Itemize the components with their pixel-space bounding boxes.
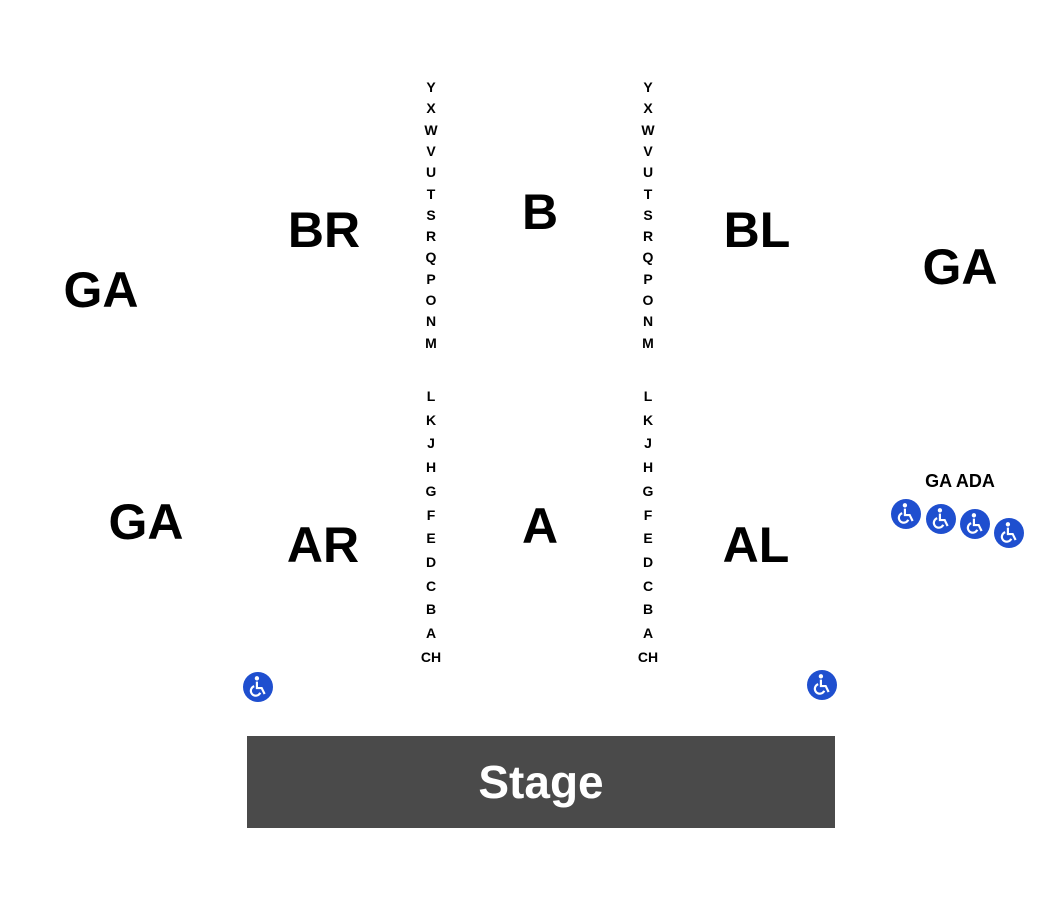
- wheelchair-icon[interactable]: [891, 499, 921, 529]
- row-label: P: [643, 270, 653, 287]
- row-label: L: [426, 388, 436, 404]
- row-label: F: [643, 506, 653, 523]
- wheelchair-icon[interactable]: [807, 670, 837, 700]
- row-label: R: [642, 228, 654, 245]
- row-label: H: [425, 459, 437, 476]
- wheelchair-icon[interactable]: [994, 518, 1024, 548]
- row-label: F: [426, 506, 436, 523]
- section-bl[interactable]: BL: [723, 202, 791, 258]
- stage: Stage: [247, 736, 835, 828]
- row-label: R: [425, 228, 437, 245]
- row-label: W: [424, 121, 438, 138]
- section-ga-left-upper[interactable]: GA: [63, 262, 139, 318]
- wheelchair-icon[interactable]: [243, 672, 273, 702]
- section-ar[interactable]: AR: [286, 517, 360, 573]
- row-label: A: [425, 625, 437, 641]
- row-label: N: [425, 313, 437, 330]
- row-label: K: [425, 411, 437, 428]
- wheelchair-icon[interactable]: [926, 504, 956, 534]
- row-label: T: [426, 185, 436, 202]
- section-ga-right[interactable]: GA: [922, 239, 998, 295]
- stage-label: Stage: [478, 756, 604, 808]
- row-label: O: [425, 292, 437, 308]
- row-label: J: [427, 435, 435, 452]
- section-a[interactable]: A: [521, 498, 559, 554]
- row-label: K: [642, 411, 654, 428]
- row-label: Y: [426, 79, 436, 95]
- row-label: W: [641, 121, 655, 138]
- row-label: G: [425, 482, 437, 499]
- row-label: M: [642, 334, 654, 351]
- row-label: T: [643, 185, 653, 202]
- row-label: V: [426, 142, 436, 159]
- row-label: G: [642, 482, 654, 499]
- row-label: C: [425, 577, 437, 594]
- row-label: X: [643, 100, 653, 117]
- row-label: O: [642, 292, 654, 308]
- row-label: X: [426, 100, 436, 117]
- row-label: Q: [642, 249, 654, 266]
- section-b[interactable]: B: [521, 184, 559, 240]
- row-label: N: [642, 313, 654, 330]
- row-label: B: [425, 601, 437, 618]
- row-label: V: [643, 142, 653, 159]
- row-label: Q: [425, 249, 437, 266]
- section-ga-left-lower[interactable]: GA: [108, 494, 184, 550]
- section-br[interactable]: BR: [287, 202, 361, 258]
- row-label: S: [643, 206, 653, 223]
- row-label: A: [642, 625, 654, 641]
- row-label: CH: [637, 648, 659, 665]
- row-label: P: [426, 270, 436, 287]
- ga-ada-label: GA ADA: [925, 471, 995, 491]
- row-label: D: [642, 553, 654, 570]
- row-label: U: [642, 164, 654, 181]
- row-label: E: [426, 530, 436, 547]
- row-label: M: [425, 334, 437, 351]
- section-al[interactable]: AL: [722, 517, 790, 573]
- row-label: D: [425, 553, 437, 570]
- row-label: B: [642, 601, 654, 618]
- wheelchair-icon[interactable]: [960, 509, 990, 539]
- row-label: U: [425, 164, 437, 181]
- row-label: E: [643, 530, 653, 547]
- row-label: C: [642, 577, 654, 594]
- row-label: L: [643, 388, 653, 404]
- row-label: S: [426, 206, 436, 223]
- row-label: H: [642, 459, 654, 476]
- row-label: J: [644, 435, 652, 452]
- row-label: Y: [643, 79, 653, 95]
- row-label: CH: [420, 648, 442, 665]
